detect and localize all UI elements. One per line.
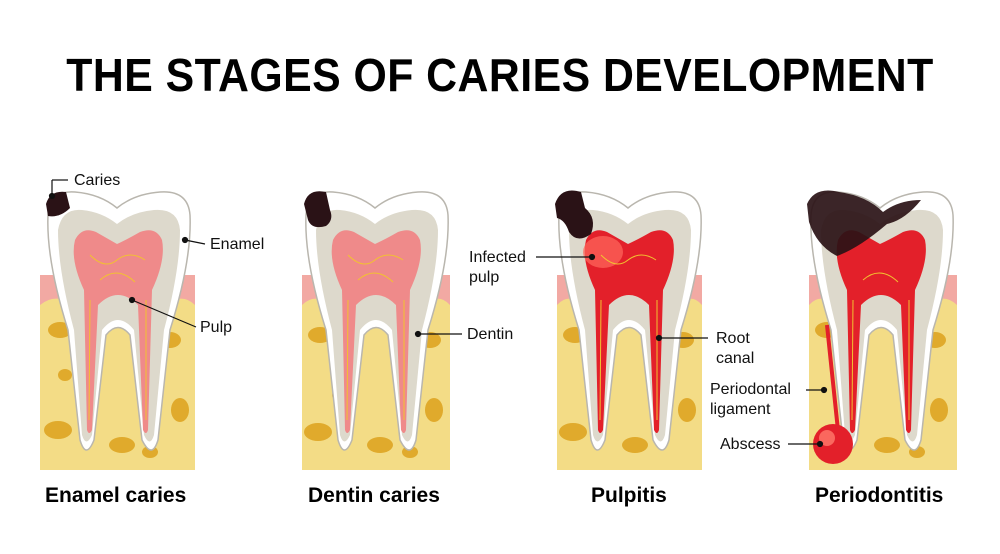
caption-dentin-caries: Dentin caries	[308, 484, 440, 507]
caries-spot	[807, 190, 921, 256]
label-enamel: Enamel	[210, 236, 265, 253]
label-root-canal-line1: Root	[716, 330, 750, 347]
label-infected-pulp-line2: pulp	[469, 269, 500, 286]
label-pulp: Pulp	[200, 319, 233, 336]
infected-pulp	[584, 230, 674, 433]
stage-pulpitis: Pulpitis	[535, 160, 775, 540]
label-infected-pulp-line1: Infected	[469, 249, 526, 266]
stage-dentin-caries: Dentin caries	[282, 160, 522, 540]
label-caries: Caries	[74, 172, 121, 189]
label-dentin: Dentin	[467, 326, 514, 343]
caries-spot	[555, 190, 593, 239]
stage-periodontitis: Periodontitis	[787, 160, 1000, 540]
infected-pulp	[836, 230, 926, 433]
pulp-chamber	[73, 230, 163, 433]
tooth-enamel-caries	[40, 191, 195, 470]
caption-pulpitis: Pulpitis	[591, 484, 667, 507]
tooth-pulpitis	[555, 190, 702, 470]
abscess	[813, 424, 853, 464]
tooth-periodontitis	[807, 190, 957, 470]
label-abscess: Abscess	[720, 436, 781, 453]
page-title: THE STAGES OF CARIES DEVELOPMENT	[66, 49, 934, 101]
pulp-chamber	[331, 230, 421, 433]
label-periodontal-line1: Periodontal	[710, 381, 791, 398]
caption-periodontitis: Periodontitis	[815, 484, 944, 507]
periodontal-ligament	[825, 324, 841, 441]
label-periodontal-line2: ligament	[710, 401, 771, 418]
label-root-canal-line2: canal	[716, 350, 755, 367]
stage-enamel-caries: Enamel caries	[30, 160, 270, 540]
tooth-dentin-caries	[302, 191, 450, 470]
caption-enamel-caries: Enamel caries	[45, 484, 187, 507]
caries-spot	[304, 191, 332, 228]
